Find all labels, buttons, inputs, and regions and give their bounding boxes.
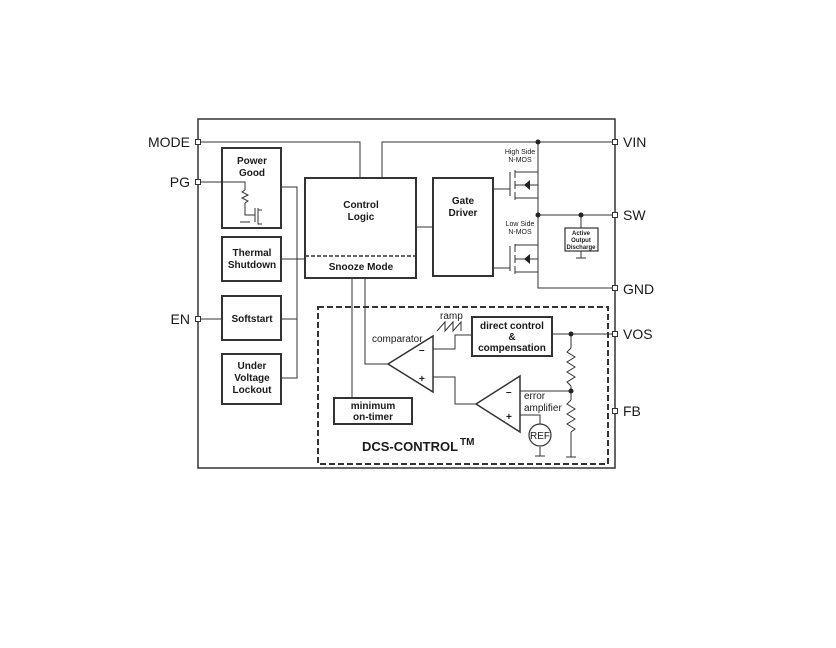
- pin-vos-label: VOS: [623, 326, 653, 342]
- active-discharge-block: Active Output Discharge: [564, 227, 599, 252]
- uvlo-label-3: Lockout: [233, 385, 273, 396]
- ref-source: REF: [528, 423, 552, 447]
- pin-mode: MODE: [148, 134, 201, 150]
- pin-mode-label: MODE: [148, 134, 190, 150]
- min-on-timer-block: minimum on-timer: [333, 397, 413, 425]
- low-side-label-2: N-MOS: [508, 229, 532, 236]
- power-good-label-2: Good: [239, 168, 265, 179]
- pin-vin: VIN: [612, 134, 646, 150]
- pin-en-label: EN: [171, 311, 190, 327]
- pin-sw: SW: [612, 207, 646, 223]
- direct-control-label-1: direct control: [480, 321, 544, 332]
- pin-pg: PG: [170, 174, 201, 190]
- ref-label: REF: [530, 431, 550, 442]
- comparator: comparator – +: [372, 334, 434, 394]
- junctions: [535, 139, 584, 394]
- dcs-control-region: [317, 306, 609, 465]
- control-logic-label-2: Logic: [348, 212, 375, 223]
- direct-control-label-3: compensation: [478, 343, 546, 354]
- high-side-label-2: N-MOS: [508, 157, 532, 164]
- pin-pg-label: PG: [170, 174, 190, 190]
- pin-sw-label: SW: [623, 207, 646, 223]
- pin-en: EN: [171, 311, 201, 327]
- active-discharge-label-1: Active: [572, 231, 591, 237]
- gate-driver-label-1: Gate: [452, 196, 475, 207]
- pin-gnd: GND: [612, 281, 654, 297]
- pin-vos: VOS: [612, 326, 653, 342]
- feedback-divider: [566, 347, 576, 433]
- error-amp-label-2: amplifier: [524, 403, 562, 414]
- gate-driver-label-2: Driver: [449, 208, 478, 219]
- error-amp-label-1: error: [524, 391, 546, 402]
- power-good-block: Power Good: [221, 147, 282, 229]
- pin-gnd-label: GND: [623, 281, 654, 297]
- dcs-control-tm: TM: [460, 437, 474, 448]
- min-on-timer-label-2: on-timer: [353, 412, 393, 423]
- active-discharge-label-3: Discharge: [566, 245, 596, 251]
- direct-control-block: direct control & compensation: [471, 316, 553, 357]
- high-side-label-1: High Side: [505, 149, 535, 156]
- gate-driver-block: Gate Driver: [432, 177, 494, 277]
- softstart-label: Softstart: [231, 314, 273, 325]
- comparator-label: comparator: [372, 334, 423, 345]
- control-logic-label-1: Control: [343, 200, 379, 211]
- pin-fb-label: FB: [623, 403, 641, 419]
- uvlo-label-2: Voltage: [234, 373, 270, 384]
- thermal-shutdown-label-2: Shutdown: [228, 260, 276, 271]
- active-discharge-label-2: Output: [571, 238, 591, 244]
- snooze-mode-label: Snooze Mode: [329, 262, 394, 273]
- low-side-nmos: Low Side N-MOS: [506, 221, 539, 274]
- high-side-nmos: High Side N-MOS: [505, 149, 539, 200]
- power-good-label-1: Power: [237, 156, 267, 167]
- ramp-signal: ramp: [436, 311, 463, 333]
- control-logic-block: Control Logic Snooze Mode: [304, 177, 417, 279]
- uvlo-label-1: Under: [238, 361, 267, 372]
- ramp-label: ramp: [440, 311, 463, 322]
- thermal-shutdown-block: Thermal Shutdown: [221, 236, 282, 282]
- error-amp-plus: +: [506, 412, 512, 423]
- low-side-label-1: Low Side: [506, 221, 535, 228]
- error-amp-minus: –: [506, 387, 512, 398]
- dcs-control-label: DCS-CONTROL: [362, 439, 458, 454]
- error-amplifier: – + error amplifier: [474, 374, 562, 434]
- direct-control-label-2: &: [508, 332, 515, 343]
- comparator-plus: +: [419, 374, 425, 385]
- comparator-minus: –: [419, 345, 425, 356]
- dcs-control-title: DCS-CONTROL TM: [362, 437, 474, 454]
- ic-outline: [197, 118, 616, 469]
- uvlo-block: Under Voltage Lockout: [221, 353, 282, 405]
- pin-fb: FB: [612, 403, 641, 419]
- softstart-block: Softstart: [221, 295, 282, 341]
- min-on-timer-label-1: minimum: [351, 401, 396, 412]
- pin-vin-label: VIN: [623, 134, 646, 150]
- thermal-shutdown-label-1: Thermal: [233, 248, 272, 259]
- wires: [201, 141, 612, 458]
